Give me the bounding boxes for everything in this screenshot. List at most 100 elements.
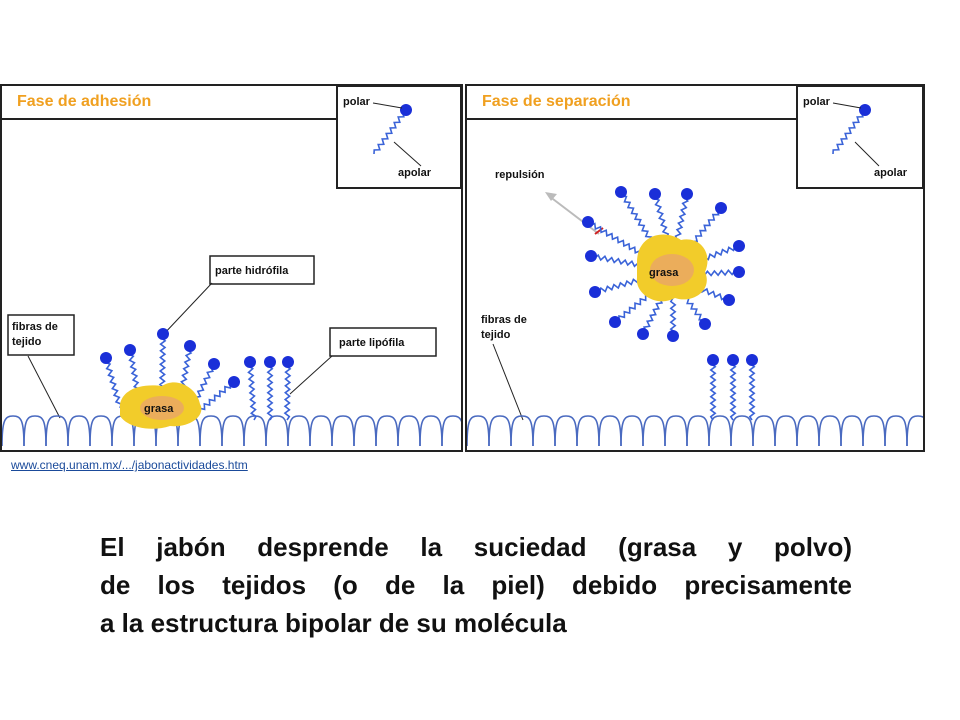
fibers-pointer-left [27, 355, 61, 419]
molecule-tail [652, 193, 670, 239]
molecule-head [615, 186, 627, 198]
molecule-tail [832, 109, 866, 155]
lipophilic-pointer [289, 355, 333, 395]
tissue-fiber [774, 415, 798, 447]
grease-label-left: grasa [144, 403, 174, 415]
molecule-head [733, 240, 745, 252]
tissue-fiber [287, 415, 311, 447]
tissue-fiber [708, 415, 732, 447]
inset-apolar-label: apolar [398, 167, 432, 179]
inset-apolar-pointer-right [854, 141, 880, 167]
tissue-fiber [2, 415, 25, 447]
adhesion-phase-title: Fase de adhesión [2, 86, 461, 120]
molecule-head [667, 330, 679, 342]
caption-line-3: a la estructura bipolar de su molécula [100, 608, 567, 638]
adhesion-diagram: polar apolar parte hidrófila parte lipóf… [2, 86, 461, 447]
molecule-head [733, 266, 745, 278]
fibers-label-line2-right: tejido [481, 329, 511, 341]
tissue-fiber [419, 415, 443, 447]
grease-blob-left [120, 382, 202, 429]
inset-apolar-label-right: apolar [874, 167, 908, 179]
molecule-tail [709, 359, 717, 421]
source-link[interactable]: www.cneq.unam.mx/.../jabonactividades.ht… [11, 458, 248, 472]
tissue-fiber [265, 415, 289, 447]
caption-line-1: El jabón desprende la suciedad (grasa y … [100, 532, 852, 562]
grease-label-right: grasa [649, 267, 679, 279]
molecule-head [681, 188, 693, 200]
molecule-head [715, 202, 727, 214]
tissue-fiber [642, 415, 666, 447]
molecule-head [582, 216, 594, 228]
molecule-head [585, 250, 597, 262]
tissue-fiber [397, 415, 421, 447]
tissue-fiber [353, 415, 377, 447]
fibers-label-box-left [7, 314, 75, 356]
tissue-fiber [884, 415, 908, 447]
tissue-fiber [67, 415, 91, 447]
molecule-head [124, 344, 136, 356]
molecule-head [589, 286, 601, 298]
molecule-head [649, 188, 661, 200]
tissue-fiber [488, 415, 512, 447]
separation-phase-title: Fase de separación [467, 86, 923, 120]
inset-molecule-right [832, 104, 871, 155]
tissue-fiber [221, 415, 245, 447]
molecule-head [637, 328, 649, 340]
repulsion-label: repulsión [495, 169, 545, 181]
fibers-pointer-right [492, 343, 524, 421]
tissue-fiber [862, 415, 886, 447]
caption-text: El jabón desprende la suciedad (grasa y … [100, 528, 852, 642]
tissue-fiber [45, 415, 69, 447]
caption-line-2: de los tejidos (o de la piel) debido pre… [100, 570, 852, 600]
separation-diagram: polar apolar repulsión fibras de tejido … [467, 86, 923, 447]
tissue-fiber [441, 415, 461, 447]
tissue-fiber [730, 415, 754, 447]
molecule-head [228, 376, 240, 388]
molecule-head [100, 352, 112, 364]
molecule-tail [674, 193, 689, 241]
inset-polar-label-right: polar [803, 96, 831, 108]
molecule-head [244, 356, 256, 368]
tissue-fiber [818, 415, 842, 447]
grease-blob-right [636, 234, 708, 302]
molecule-tail [266, 361, 274, 421]
molecule-inset-box [336, 86, 461, 189]
molecule-tail [748, 359, 756, 421]
tissue-fiber [686, 415, 710, 447]
molecule-tail [246, 361, 258, 421]
fibers-label-line1-left: fibras de [12, 321, 58, 333]
repulsion-mark [594, 227, 604, 235]
molecule-head [157, 328, 169, 340]
inset-polar-pointer-right [832, 102, 862, 109]
hydrophilic-pointer [161, 282, 213, 337]
fibers-label-line1-right: fibras de [481, 314, 527, 326]
molecule-tail [590, 253, 646, 269]
molecule-head [184, 340, 196, 352]
tissue-fiber [510, 415, 534, 447]
tissue-fiber [840, 415, 864, 447]
hydrophilic-label: parte hidrófila [215, 265, 289, 277]
tissue-fiber [796, 415, 820, 447]
tissue-fibers-left [2, 415, 461, 447]
repulsion-arrow [548, 195, 600, 235]
tissue-fiber [89, 415, 113, 447]
molecule-tail [587, 221, 646, 258]
tissue-fiber [243, 415, 267, 447]
repulsion-arrowhead [545, 192, 557, 201]
molecule-head [208, 358, 220, 370]
molecule-head [699, 318, 711, 330]
molecule-tail [283, 361, 292, 421]
molecule-head [400, 104, 412, 116]
molecule-head [723, 294, 735, 306]
molecule-head [264, 356, 276, 368]
molecule-head [707, 354, 719, 366]
molecule-head [746, 354, 758, 366]
molecule-head [609, 316, 621, 328]
molecule-tail [620, 191, 654, 245]
tissue-fiber [23, 415, 47, 447]
molecule-tail [669, 297, 677, 337]
molecule-tail [373, 109, 407, 155]
molecule-head [282, 356, 294, 368]
lipophilic-label: parte lipófila [339, 337, 405, 349]
molecule-tail [197, 381, 235, 413]
